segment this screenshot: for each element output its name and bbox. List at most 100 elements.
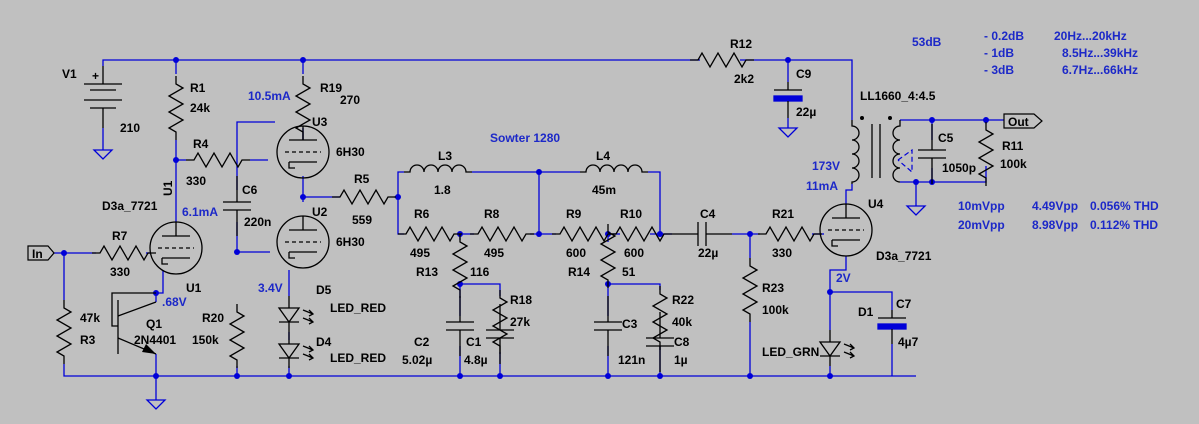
c2-name: C2 — [414, 335, 430, 349]
u1-name-vertical: U1 — [161, 180, 175, 196]
c3-name: C3 — [622, 317, 638, 331]
r13-name: R13 — [416, 265, 438, 279]
r6-value: 495 — [410, 246, 430, 260]
r19-name: R19 — [320, 81, 342, 95]
response-range-3: 6.7Hz...66kHz — [1062, 63, 1138, 77]
r11-value: 100k — [1000, 157, 1027, 171]
r3-value: 47k — [80, 311, 100, 325]
r9-name: R9 — [566, 207, 582, 221]
r22-value: 40k — [672, 315, 692, 329]
resistor-r3 — [56, 299, 72, 365]
r9-value: 600 — [566, 246, 586, 260]
resistor-r20 — [229, 303, 245, 369]
r20-value: 150k — [192, 333, 219, 347]
output-port — [1003, 113, 1043, 129]
supply-name: V1 — [62, 67, 77, 81]
r8-value: 495 — [484, 246, 504, 260]
r20-name: R20 — [202, 311, 224, 325]
distortion-output-1: 4.49Vpp — [1032, 199, 1078, 213]
d5-model: LED_RED — [330, 301, 386, 315]
r21-value: 330 — [772, 246, 792, 260]
input-port — [27, 245, 55, 261]
tube-u1 — [149, 221, 203, 275]
led-d1 — [819, 329, 855, 367]
resistor-r23 — [742, 257, 758, 323]
c7-name: C7 — [896, 297, 912, 311]
c5-name: C5 — [938, 131, 954, 145]
led-d4 — [278, 331, 314, 369]
u4-model: D3a_7721 — [876, 249, 932, 263]
response-level-3: - 3dB — [984, 63, 1014, 77]
u1-bias: .68V — [162, 295, 187, 309]
supply-plus: + — [92, 69, 99, 83]
l3-name: L3 — [438, 149, 452, 163]
c2-value: 5.02µ — [402, 353, 432, 367]
capacitor-c1 — [485, 303, 515, 365]
capacitor-c3 — [593, 295, 623, 357]
u3-current: 10.5mA — [248, 89, 291, 103]
resistor-r5 — [331, 189, 397, 205]
r14-value: 51 — [622, 265, 636, 279]
r11-name: R11 — [1002, 139, 1024, 153]
c3-value: 121n — [618, 353, 645, 367]
l4-name: L4 — [596, 149, 610, 163]
q1-model: 2N4401 — [134, 333, 176, 347]
d4-name: D4 — [316, 335, 332, 349]
r12-name: R12 — [730, 37, 752, 51]
r13-value: 116 — [470, 265, 490, 279]
inductor-l4 — [579, 164, 649, 173]
resistor-r1 — [168, 75, 184, 141]
led-d5 — [278, 295, 314, 333]
u2-bias: 3.4V — [258, 281, 283, 295]
r19-value: 270 — [340, 93, 360, 107]
gain-annotation: 53dB — [912, 35, 942, 49]
distortion-thd-1: 0.056% THD — [1090, 199, 1159, 213]
distortion-thd-2: 0.112% THD — [1090, 218, 1158, 232]
r3-name: R3 — [80, 333, 96, 347]
c7-value: 4µ7 — [898, 335, 919, 349]
r1-value: 24k — [190, 101, 210, 115]
r18-value: 27k — [510, 315, 530, 329]
c5-value: 1050p — [942, 161, 976, 175]
r7-value: 330 — [110, 265, 130, 279]
u4-name: U4 — [868, 197, 884, 211]
r5-name: R5 — [354, 172, 370, 186]
u4-current: 11mA — [806, 179, 838, 193]
transformer-name: LL1660_4:4.5 — [860, 89, 936, 103]
battery-symbol — [84, 66, 122, 128]
r7-name: R7 — [112, 229, 128, 243]
d1-name: D1 — [858, 305, 874, 319]
transistor-q1 — [111, 292, 157, 355]
transformer-symbol — [851, 116, 901, 184]
c1-value: 4.8µ — [464, 353, 488, 367]
c6-value: 220n — [244, 215, 271, 229]
u4-bias: 2V — [836, 271, 851, 285]
supply-value: 210 — [120, 121, 140, 135]
r12-value: 2k2 — [734, 72, 754, 86]
d1-model: LED_GRN — [762, 345, 819, 359]
r6-name: R6 — [414, 207, 430, 221]
r10-value: 600 — [624, 246, 644, 260]
r23-value: 100k — [762, 303, 789, 317]
c8-value: 1µ — [674, 353, 688, 367]
capacitor-c7 — [877, 310, 907, 344]
response-range-2: 8.5Hz...39kHz — [1062, 46, 1138, 60]
inductor-l3 — [403, 164, 473, 173]
distortion-input-1: 10mVpp — [958, 199, 1005, 213]
r21-name: R21 — [772, 207, 794, 221]
r5-value: 559 — [352, 213, 372, 227]
r23-name: R23 — [762, 281, 784, 295]
sowter-annotation: Sowter 1280 — [490, 131, 560, 145]
r22-name: R22 — [672, 293, 694, 307]
c8-name: C8 — [674, 335, 690, 349]
distortion-input-2: 20mVpp — [958, 218, 1005, 232]
c4-name: C4 — [700, 207, 716, 221]
response-level-1: - 0.2dB — [984, 29, 1024, 43]
u2-model: 6H30 — [336, 235, 365, 249]
d5-name: D5 — [316, 283, 332, 297]
r8-name: R8 — [484, 207, 500, 221]
c9-value: 22µ — [796, 105, 816, 119]
response-range-1: 20Hz...20kHz — [1054, 29, 1127, 43]
capacitor-c4 — [671, 221, 733, 247]
